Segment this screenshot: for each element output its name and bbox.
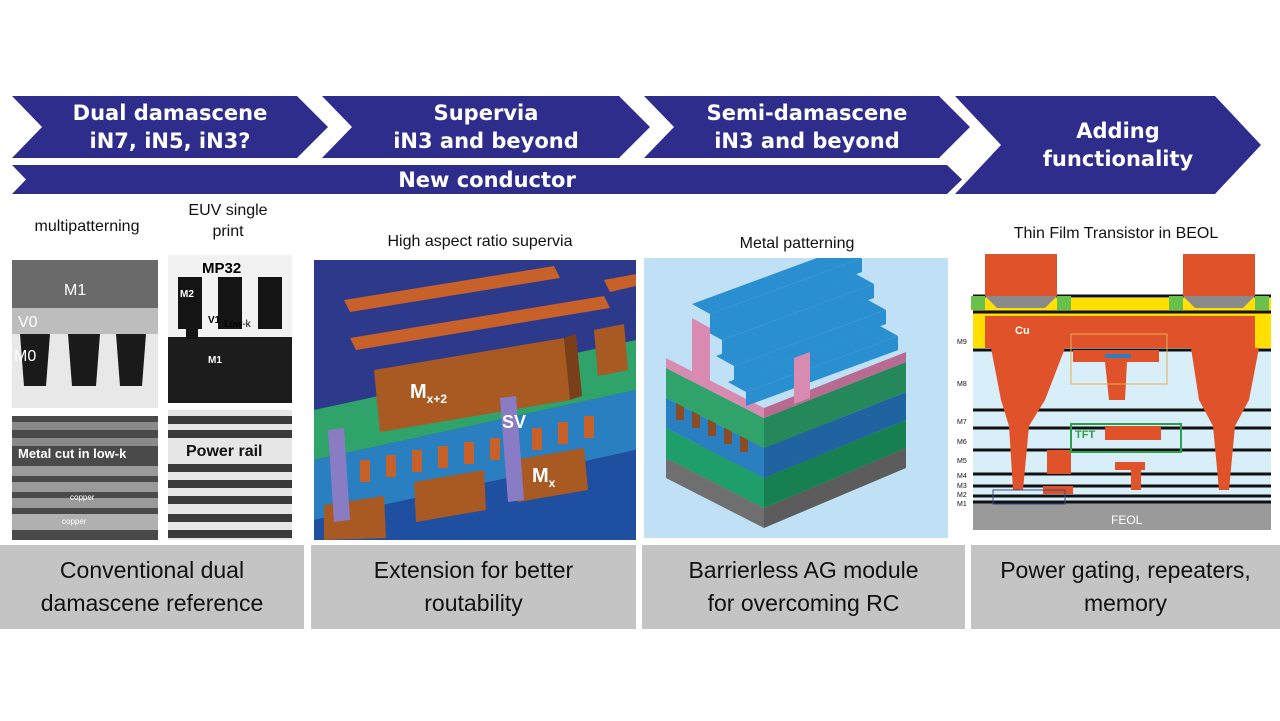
- banner-line2: iN3 and beyond: [714, 129, 900, 153]
- tft-beol-diagram: Cu TFT FEOL M9 M8 M7 M6 M5 M4 M3 M2 M1: [955, 250, 1273, 530]
- caption-tft: Thin Film Transistor in BEOL: [1013, 225, 1219, 242]
- label-v0: V0: [18, 314, 38, 331]
- level-m2: M2: [957, 492, 967, 499]
- caption-euv-line2: print: [212, 223, 244, 240]
- banner-line1: Dual damascene: [72, 101, 268, 125]
- label-v1: V1: [208, 315, 221, 326]
- tem-power-rail-image: Power rail: [168, 410, 292, 540]
- caption-euv-line1: EUV single: [188, 202, 268, 219]
- level-m8: M8: [957, 381, 967, 388]
- banner-semi-damascene: Semi-damascene iN3 and beyond: [644, 96, 970, 158]
- label-mx-sub: x: [549, 476, 556, 490]
- semi-damascene-render: [644, 258, 948, 538]
- label-copper-1: copper: [70, 493, 95, 502]
- footer-line2: routability: [424, 590, 523, 616]
- banner-line1: Semi-damascene: [706, 101, 908, 125]
- banner-adding-functionality: Adding functionality: [955, 96, 1261, 194]
- label-m2: M2: [180, 289, 194, 300]
- label-m1b: M1: [208, 355, 222, 366]
- supervia-render: Mx+2 SV Mx: [314, 260, 636, 540]
- label-m1: M1: [64, 282, 86, 299]
- label-power-rail: Power rail: [186, 443, 262, 460]
- banner-label: New conductor: [398, 167, 576, 192]
- label-copper-2: copper: [62, 517, 87, 526]
- footer-barrierless: Barrierless AG module for overcoming RC: [642, 545, 965, 629]
- label-tft: TFT: [1075, 429, 1095, 441]
- caption-supervia: High aspect ratio supervia: [387, 233, 573, 250]
- banner-dual-damascene: Dual damascene iN7, iN5, iN3?: [12, 96, 328, 158]
- label-m0: M0: [14, 348, 36, 365]
- label-sv: SV: [502, 412, 526, 432]
- footer-line1: Conventional dual: [59, 557, 245, 583]
- banner-line2: functionality: [1042, 147, 1194, 171]
- banner-line2: iN7, iN5, iN3?: [89, 129, 251, 153]
- level-m5: M5: [957, 458, 967, 465]
- tem-multipatterning-image: M1 V0 M0: [12, 260, 158, 408]
- footer-line2: memory: [1083, 590, 1168, 616]
- label-mx2-sub: x+2: [427, 392, 448, 406]
- banner-line1: Supervia: [433, 101, 539, 125]
- caption-multipatterning: multipatterning: [34, 218, 140, 235]
- label-low-k: Low-k: [224, 319, 252, 330]
- footer-line1: Power gating, repeaters,: [1000, 557, 1251, 583]
- footer-extension: Extension for better routability: [311, 545, 636, 629]
- level-m7: M7: [957, 419, 967, 426]
- banner-new-conductor: New conductor: [12, 165, 962, 194]
- label-mx2: Mx+2: [410, 381, 447, 406]
- banner-line2: iN3 and beyond: [393, 129, 579, 153]
- label-mx: Mx: [532, 465, 556, 490]
- footer-power-gating: Power gating, repeaters, memory: [971, 545, 1280, 629]
- level-m3: M3: [957, 483, 967, 490]
- footer-line2: damascene reference: [40, 590, 264, 616]
- tem-euv-image: MP32 M2 V1 Low-k M1: [168, 255, 292, 403]
- footer-line2: for overcoming RC: [707, 590, 900, 616]
- level-m6: M6: [957, 439, 967, 446]
- label-mx2-main: M: [410, 381, 427, 403]
- banner-line1: Adding: [1076, 119, 1160, 143]
- level-m4: M4: [957, 473, 967, 480]
- label-metal-cut: Metal cut in low-k: [18, 446, 127, 461]
- caption-metal-patterning: Metal patterning: [739, 235, 855, 252]
- level-m9: M9: [957, 339, 967, 346]
- footer-line1: Barrierless AG module: [688, 557, 919, 583]
- footer-line1: Extension for better: [373, 557, 574, 583]
- banner-supervia: Supervia iN3 and beyond: [322, 96, 650, 158]
- label-mx-main: M: [532, 465, 549, 487]
- label-cu: Cu: [1015, 325, 1030, 337]
- level-m1: M1: [957, 501, 967, 508]
- footer-conventional: Conventional dual damascene reference: [0, 545, 304, 629]
- caption-euv: EUV single print: [168, 200, 288, 242]
- tem-metal-cut-image: Metal cut in low-k copper copper: [12, 416, 158, 540]
- label-mp32: MP32: [202, 260, 241, 277]
- label-feol: FEOL: [1111, 513, 1143, 527]
- metal-level-labels: M9 M8 M7 M6 M5 M4 M3 M2 M1: [957, 339, 967, 508]
